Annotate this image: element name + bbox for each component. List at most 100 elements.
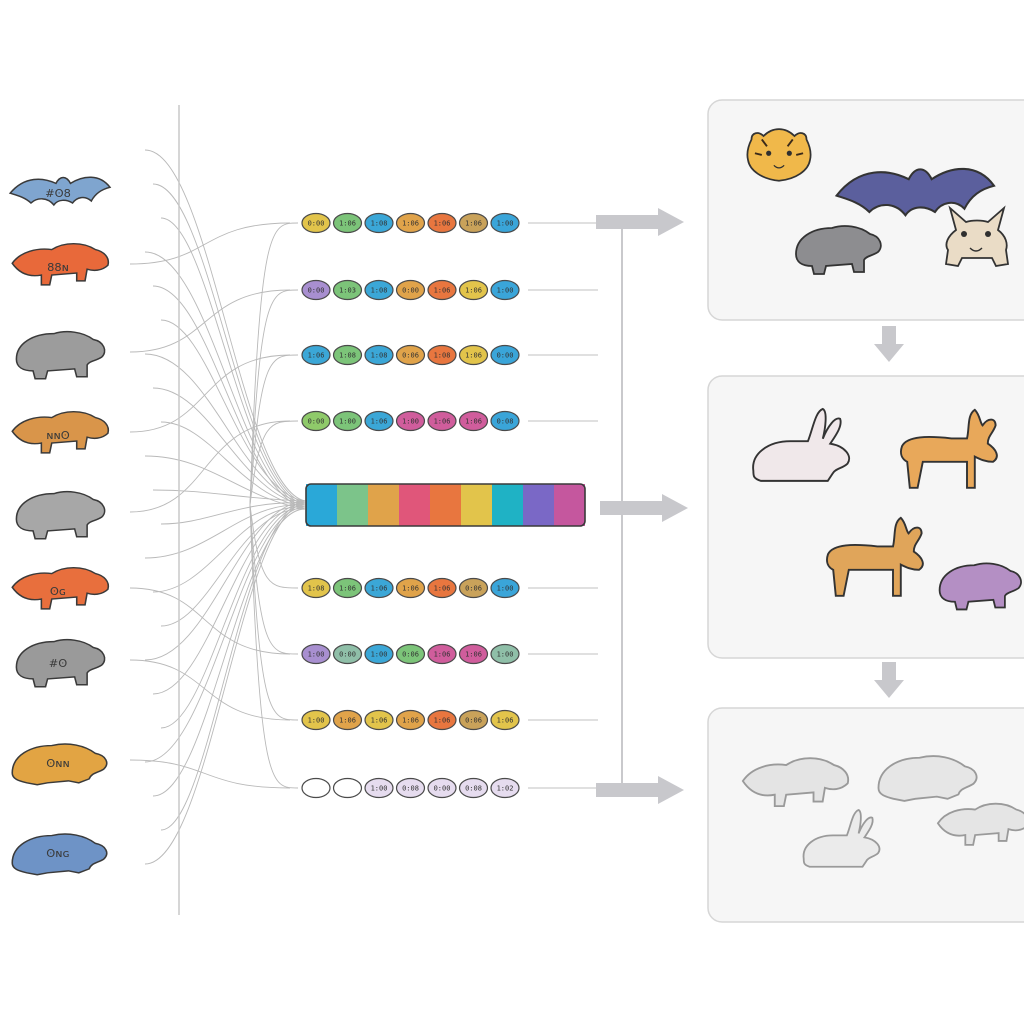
token-pill	[395, 344, 426, 366]
token-pill	[332, 344, 363, 366]
embedding-to-token-wire	[249, 504, 299, 655]
token-pill	[458, 410, 489, 432]
token-label: 1:00	[339, 418, 356, 426]
token-label: 1:06	[434, 717, 451, 725]
animal-silhouette	[15, 490, 106, 540]
animal-silhouette	[795, 225, 882, 275]
output-animal-deer	[900, 408, 998, 489]
token-pill	[332, 279, 363, 301]
embedding-segment	[492, 484, 523, 526]
token-label: 1:06	[339, 585, 356, 593]
source-to-token-wire	[129, 587, 291, 655]
token-pill	[427, 344, 457, 366]
token-label: 1:00	[497, 220, 514, 228]
token-pill	[458, 709, 489, 731]
token-pill	[332, 212, 363, 234]
source-to-embedding-wire	[160, 504, 306, 729]
token-pill	[458, 777, 489, 799]
token-label: 1:06	[497, 717, 514, 725]
embedding-segment	[523, 484, 554, 526]
output-animal-rodent	[877, 755, 978, 802]
output-animal-tiger	[746, 128, 812, 182]
output-animal-lizard	[741, 757, 850, 808]
output-animal-hippo	[938, 562, 1022, 611]
source-to-token-wire	[129, 289, 291, 353]
token-pill	[490, 709, 520, 731]
animal-glyph-label: ʘɴɢ	[46, 847, 69, 860]
embedding-segment	[399, 484, 430, 526]
token-pill	[395, 777, 426, 799]
token-pill	[490, 777, 520, 799]
tiger-stripe	[786, 138, 794, 147]
token-pill	[301, 643, 331, 665]
token-label: 1:06	[402, 717, 419, 725]
animal-silhouette	[944, 205, 1010, 267]
token-pill	[427, 410, 457, 432]
source-to-embedding-wire	[144, 500, 306, 661]
token-pill	[332, 643, 363, 665]
token-label: 1:00	[371, 785, 388, 793]
token-label: 1:06	[434, 585, 451, 593]
right-arrow	[600, 494, 688, 522]
token-pill	[490, 577, 520, 599]
down-arrow	[874, 662, 904, 698]
animal-silhouette	[11, 242, 110, 286]
connection-wires	[129, 149, 623, 865]
token-label: 0:06	[402, 352, 419, 360]
token-label: 0:00	[308, 287, 325, 295]
animal-silhouette	[900, 408, 998, 489]
token-pill	[301, 709, 331, 731]
token-pill	[395, 212, 426, 234]
token-pill	[490, 344, 520, 366]
token-pill	[364, 577, 394, 599]
token-pill	[427, 279, 457, 301]
token-pill	[458, 212, 489, 234]
token-pill	[301, 777, 331, 799]
right-arrow	[596, 776, 684, 804]
animal-eye	[786, 150, 792, 156]
token-pill	[364, 709, 394, 731]
source-animal-lizard: ɴɴʘ	[11, 410, 110, 454]
token-label: 1:08	[371, 287, 388, 295]
token-label: 0:00	[402, 287, 419, 295]
output-panel-2	[707, 375, 1024, 659]
embedding-segment	[554, 484, 585, 526]
output-animal-rabbit	[802, 808, 881, 868]
source-to-token-wire	[129, 222, 291, 265]
token-pill	[458, 279, 489, 301]
token-pill	[458, 577, 489, 599]
token-pill	[395, 709, 426, 731]
animal-glyph-label: #ʘ	[49, 657, 68, 670]
embedding-segment	[337, 484, 368, 526]
animal-glyph-label: ʘɴɴ	[46, 757, 69, 770]
token-label: 1:06	[465, 418, 482, 426]
tiger-stripe	[795, 152, 804, 156]
output-panel-column	[707, 99, 1024, 923]
token-label: 1:06	[434, 651, 451, 659]
token-label: 1:06	[308, 352, 325, 360]
source-to-embedding-wire	[160, 319, 306, 502]
embedding-segment	[461, 484, 492, 526]
source-to-embedding-wire	[144, 455, 306, 510]
animal-silhouette	[11, 410, 110, 454]
token-pill	[427, 577, 457, 599]
token-label: 1:00	[308, 717, 325, 725]
source-animal-bat: #ʘ8	[8, 176, 112, 207]
animal-eye	[985, 231, 991, 237]
token-label: 1:06	[371, 585, 388, 593]
output-animal-hippo	[795, 225, 882, 275]
token-label: 1:06	[402, 220, 419, 228]
embedding-segment	[430, 484, 461, 526]
animal-glyph-label: #ʘ8	[45, 187, 71, 200]
token-pill	[427, 212, 457, 234]
token-label: 1:06	[371, 717, 388, 725]
token-label: 1:06	[434, 220, 451, 228]
token-pill	[395, 279, 426, 301]
token-label: 0:06	[465, 585, 482, 593]
source-animal-hippo	[15, 490, 106, 540]
token-label: 1:08	[434, 352, 451, 360]
